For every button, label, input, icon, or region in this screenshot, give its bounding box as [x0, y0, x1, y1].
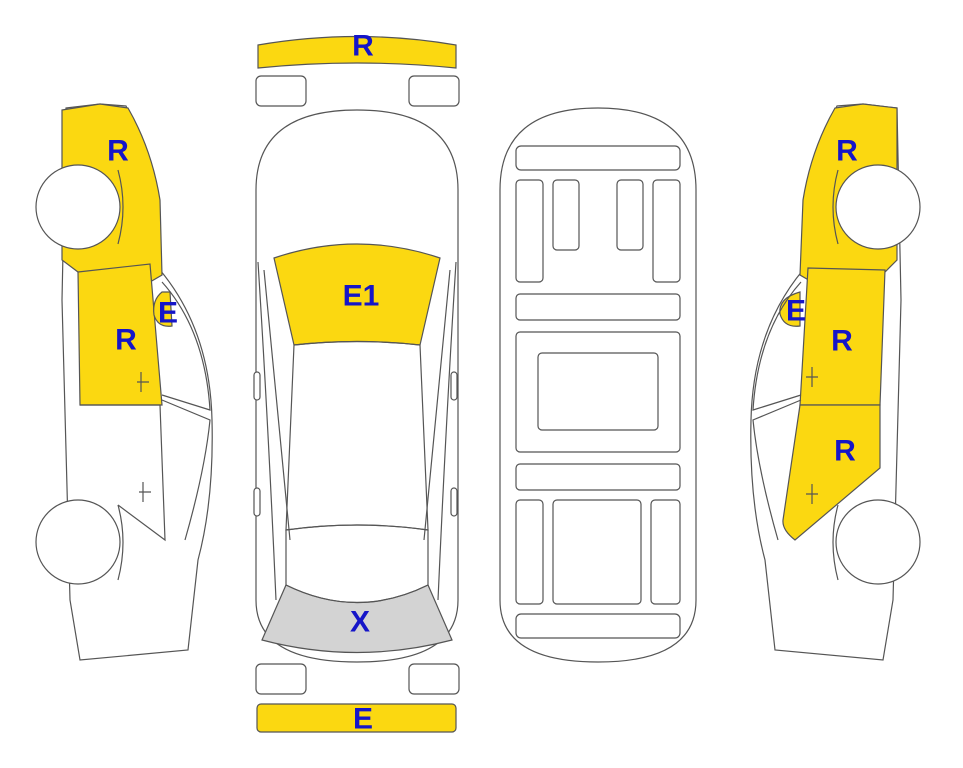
- top-left-rear-handle: [253, 487, 261, 517]
- underbody-front-left-rail: [552, 179, 580, 251]
- underbody-crossmember-rear: [515, 463, 681, 491]
- underbody-rear-left-well: [515, 499, 544, 605]
- right-pillar-lines: [423, 261, 457, 601]
- windshield-label: E1: [343, 280, 380, 313]
- right-front-fender-label: R: [836, 135, 858, 168]
- left-rear-window: [161, 399, 211, 541]
- underbody-front-panel: [515, 145, 681, 171]
- right-front-door-label: R: [831, 325, 853, 358]
- left-front-wheel: [35, 164, 121, 250]
- top-left-mirror: [253, 371, 261, 401]
- left-front-door-label: R: [115, 324, 137, 357]
- left-door-handle-front: [137, 372, 149, 392]
- underbody-rear-right-well: [650, 499, 681, 605]
- left-window-line: [161, 281, 211, 411]
- right-front-wheel-arch: [832, 169, 839, 245]
- right-front-wheel: [835, 164, 921, 250]
- rear-bumper-panel: [256, 703, 457, 733]
- top-view: R E1 X E: [253, 30, 460, 736]
- left-mirror-panel: [153, 291, 173, 327]
- right-rear-door-panel: [782, 404, 881, 541]
- right-mirror-label: E: [786, 295, 806, 328]
- left-door-seam: [80, 404, 166, 542]
- right-door-handle-front: [806, 367, 818, 387]
- rear-bumper-label: E: [353, 703, 373, 736]
- top-right-rear-handle: [450, 487, 458, 517]
- right-taillight: [408, 663, 460, 695]
- left-front-wheel-arch: [117, 169, 124, 245]
- top-body-outline: [255, 109, 459, 663]
- left-front-fender-label: R: [107, 135, 129, 168]
- underbody-front-right-rail: [616, 179, 644, 251]
- underbody-crossmember-front: [515, 293, 681, 321]
- left-rear-wheel: [35, 499, 121, 585]
- left-mirror-label: E: [158, 297, 178, 330]
- underbody-front-left-well: [515, 179, 544, 283]
- front-bumper-panel: [257, 35, 457, 69]
- trunk-line: [285, 524, 429, 603]
- right-rear-door-label: R: [834, 435, 856, 468]
- right-rear-wheel-arch: [832, 504, 839, 581]
- underbody-rear-center: [552, 499, 642, 605]
- right-door-handle-rear: [806, 484, 818, 504]
- top-right-mirror: [450, 371, 458, 401]
- right-headlight: [408, 75, 460, 107]
- left-front-door-panel: [77, 263, 163, 406]
- underbody-front-right-well: [652, 179, 681, 283]
- right-rear-window: [752, 399, 802, 541]
- underbody-rear-panel: [515, 613, 681, 639]
- rear-window-label: X: [350, 606, 370, 639]
- right-rear-wheel: [835, 499, 921, 585]
- underbody-view: [499, 107, 697, 663]
- left-door-handle-rear: [139, 482, 151, 502]
- left-pillar-lines: [257, 261, 291, 601]
- front-bumper-label: R: [352, 30, 374, 63]
- underbody-floor-center: [537, 352, 659, 431]
- left-rear-wheel-arch: [117, 504, 124, 581]
- right-side-view: R R R E: [750, 103, 921, 661]
- left-side-view: R R E: [35, 103, 213, 661]
- left-taillight: [255, 663, 307, 695]
- left-headlight: [255, 75, 307, 107]
- right-window-line: [752, 281, 802, 411]
